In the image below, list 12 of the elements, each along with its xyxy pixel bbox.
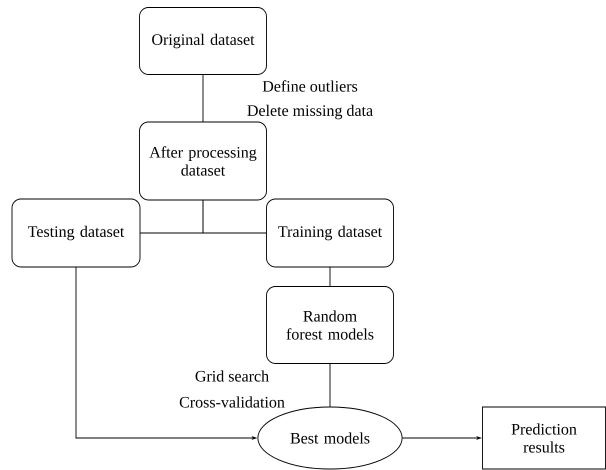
process-box: Testing dataset (12, 198, 140, 268)
result-box: Prediction results (482, 406, 606, 470)
process-box: Training dataset (266, 198, 394, 268)
process-box: After processing dataset (139, 122, 267, 200)
annotation-text: Delete missing data (247, 104, 373, 120)
annotation-text: Define outliers (262, 80, 358, 92)
connector (202, 74, 204, 122)
annotation-text: Cross-validation (180, 396, 285, 408)
connector (202, 200, 266, 234)
annotation-text: Grid search (196, 370, 269, 382)
process-box: Original dataset (139, 7, 267, 75)
process-box: Random forest models (266, 286, 394, 364)
